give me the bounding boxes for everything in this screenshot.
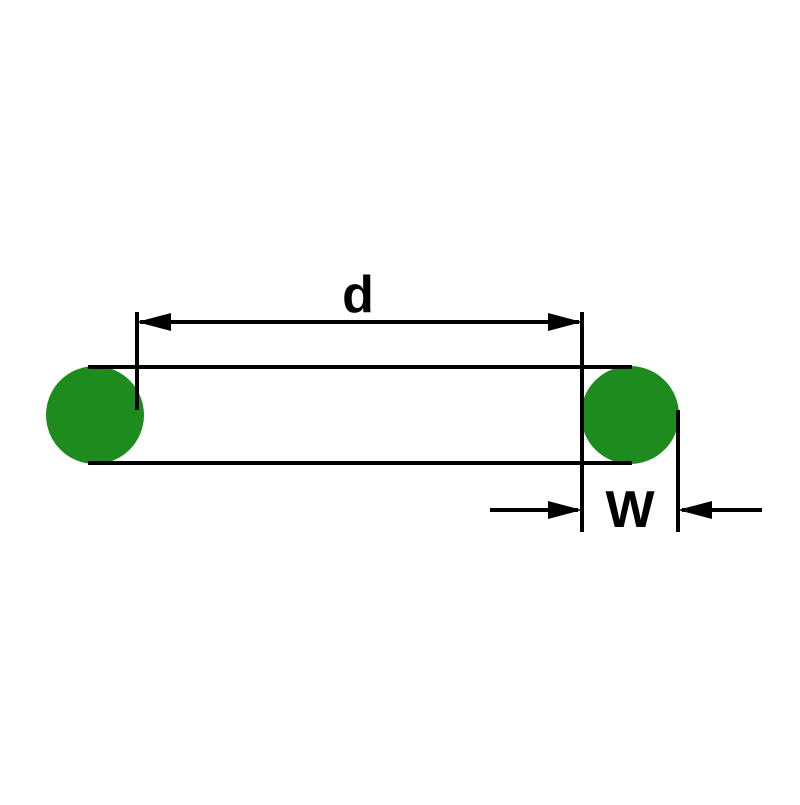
inner-diameter-label: d xyxy=(342,266,374,324)
width-label: W xyxy=(605,481,655,539)
inner-diameter-arrowhead-right xyxy=(548,313,582,331)
inner-diameter-arrowhead-left xyxy=(137,313,171,331)
o-ring-cross-section-left xyxy=(46,366,144,464)
o-ring-cross-section-right xyxy=(581,366,679,464)
width-arrowhead-left xyxy=(548,501,582,519)
width-arrowhead-right xyxy=(678,501,712,519)
